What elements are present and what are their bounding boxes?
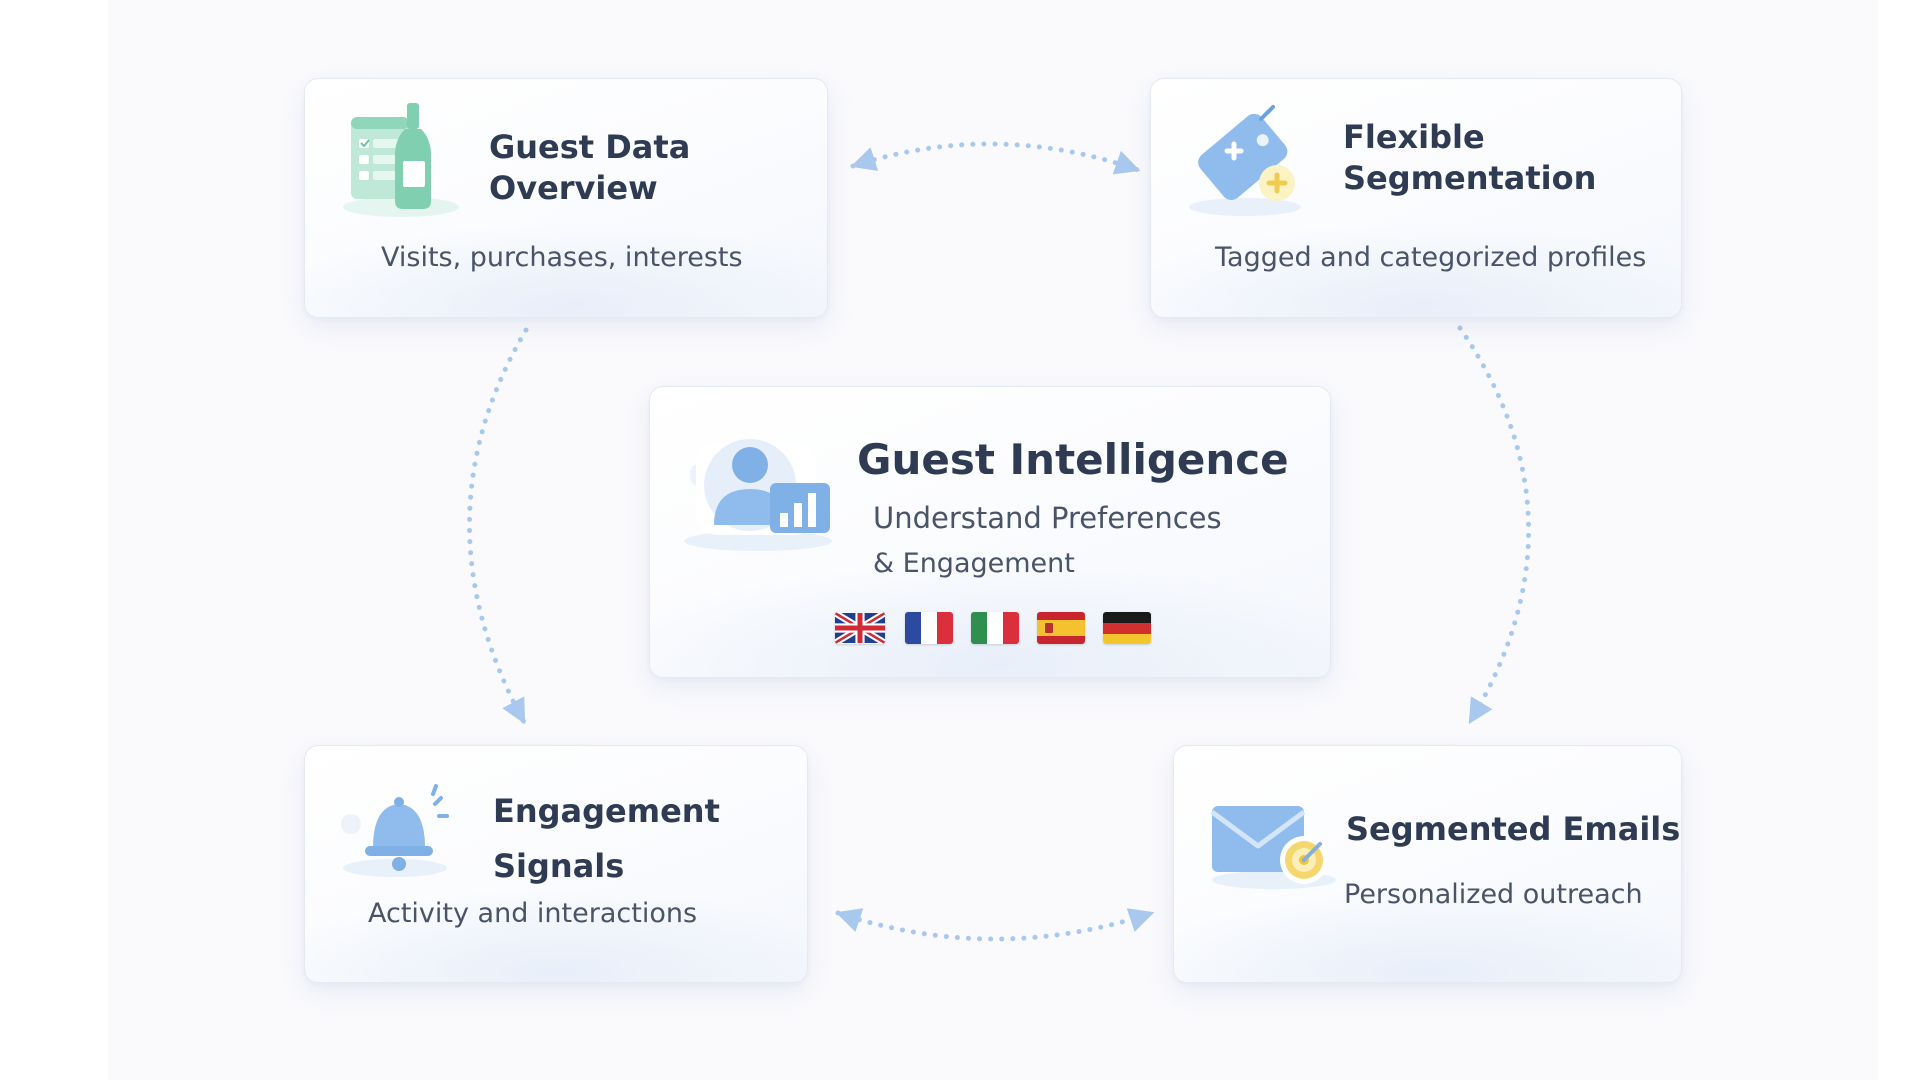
center-subtitle-line-2: & Engagement (873, 541, 1222, 587)
guest-data-subtitle: Visits, purchases, interests (381, 242, 743, 273)
guest-data-card: Guest Data Overview Visits, purchases, i… (304, 78, 828, 318)
tag-plus-icon (1183, 101, 1313, 221)
segmentation-subtitle: Tagged and categorized profiles (1215, 242, 1646, 273)
spain-flag-icon (1037, 612, 1085, 644)
france-flag-icon (905, 612, 953, 644)
segmentation-title-line-2: Segmentation (1343, 158, 1596, 199)
segmentation-title-line-1: Flexible (1343, 117, 1596, 158)
emails-title: Segmented Emails (1346, 810, 1680, 848)
guest-intelligence-card: Guest Intelligence Understand Preference… (649, 386, 1331, 678)
guest-data-title-line-2: Overview (489, 168, 690, 209)
engagement-subtitle: Activity and interactions (368, 898, 697, 929)
italy-flag-icon (971, 612, 1019, 644)
emails-subtitle: Personalized outreach (1344, 879, 1643, 910)
guest-data-title-line-1: Guest Data (489, 127, 690, 168)
uk-flag-icon (835, 612, 885, 644)
engagement-title-line-2: Signals (493, 839, 720, 894)
engagement-signals-card: Engagement Signals Activity and interact… (304, 745, 808, 983)
germany-flag-icon (1103, 612, 1151, 644)
center-title: Guest Intelligence (857, 435, 1289, 484)
bell-icon (335, 782, 465, 882)
segmented-emails-card: Segmented Emails Personalized outreach (1173, 745, 1682, 983)
engagement-title-line-1: Engagement (493, 784, 720, 839)
envelope-target-icon (1204, 792, 1344, 892)
checklist-wine-bottle-icon (341, 101, 471, 221)
segmentation-card: Flexible Segmentation Tagged and categor… (1150, 78, 1682, 318)
center-subtitle-line-1: Understand Preferences (873, 495, 1222, 541)
user-analytics-icon (678, 423, 838, 553)
